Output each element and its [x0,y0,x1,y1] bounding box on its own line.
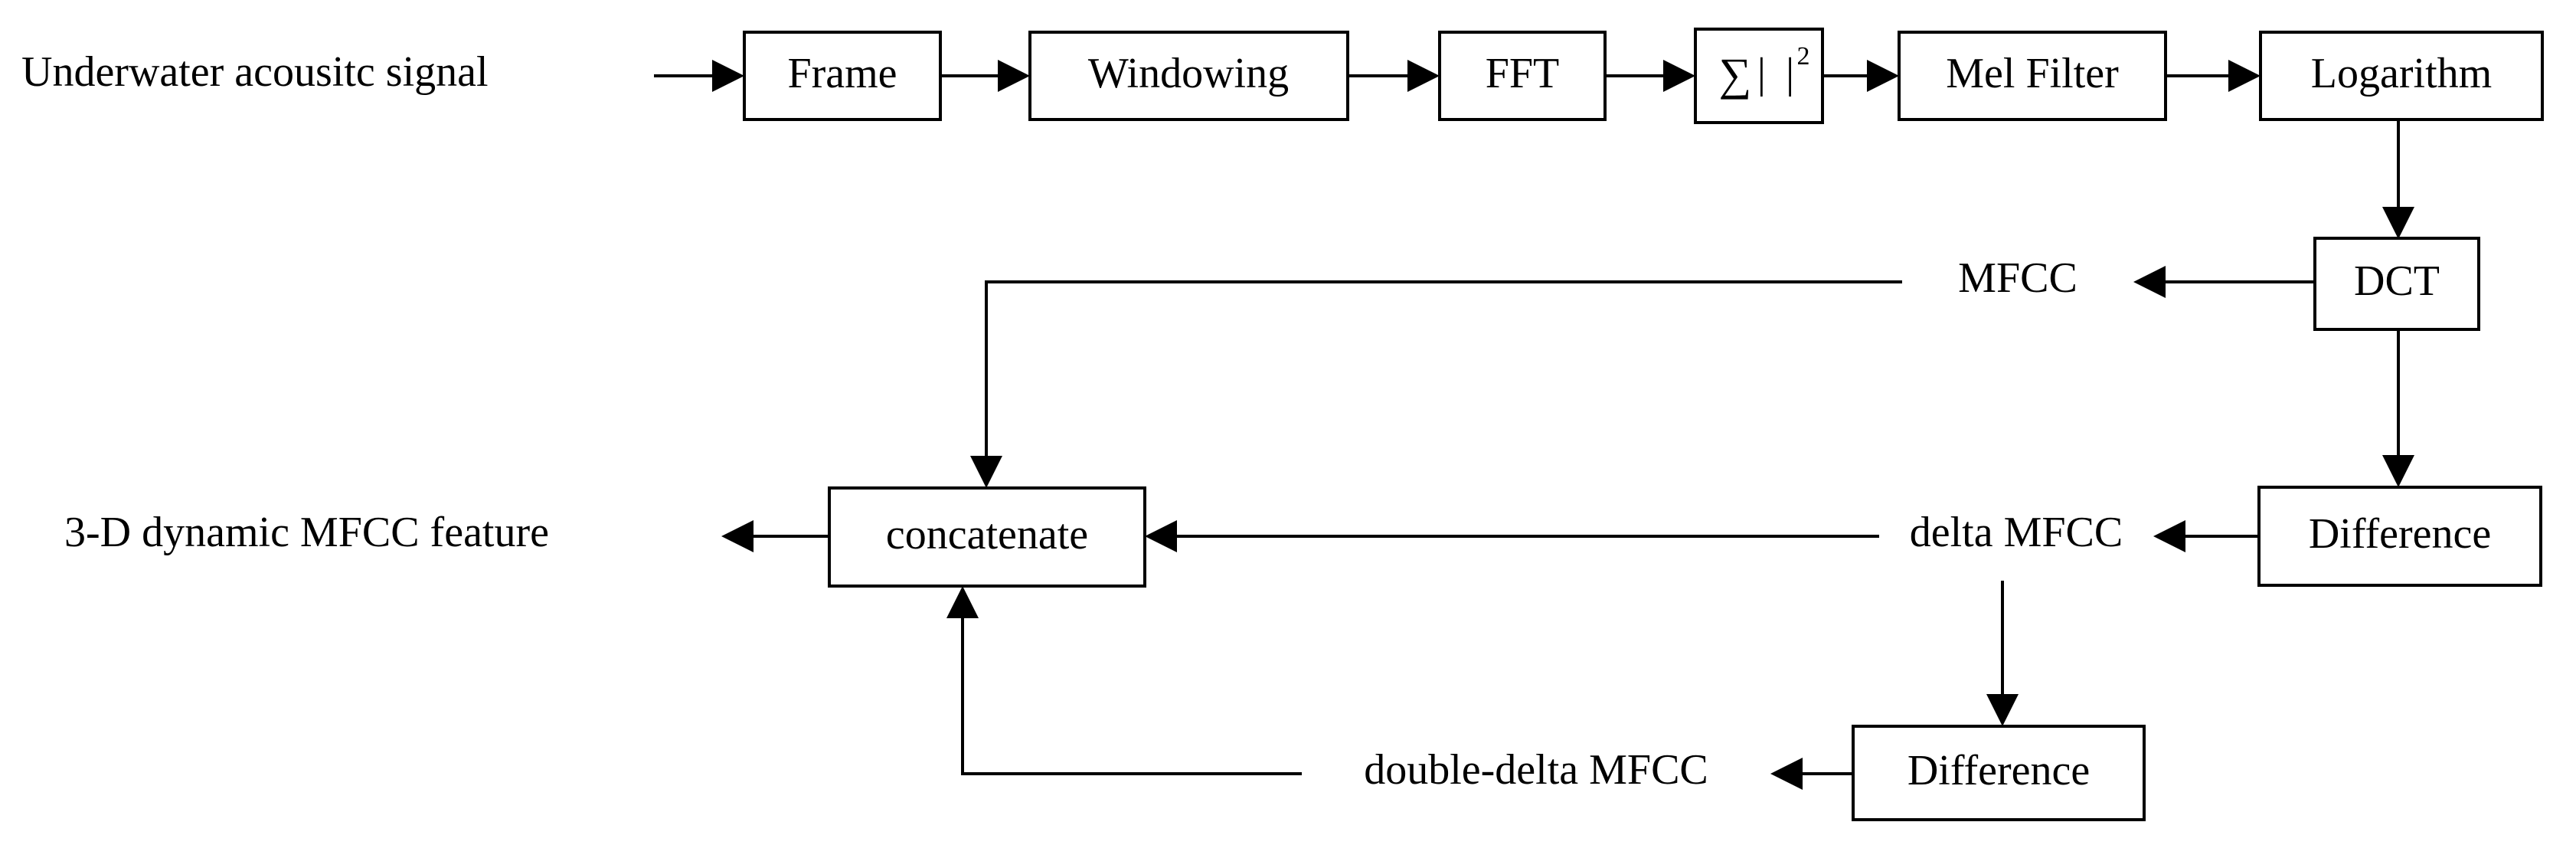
edge-mfcc-to-concatenate [970,280,1902,488]
node-frame-label: Frame [787,50,897,97]
edge-fft-to-magnitude [1605,60,1695,92]
node-windowing-label: Windowing [1088,50,1289,97]
node-frame[interactable]: Frame [743,31,942,121]
sigma-icon: ∑ [1719,49,1752,100]
double-delta-mfcc-label: double-delta MFCC [1364,746,1708,794]
edge-difference-1-to-delta-mfcc [2153,520,2259,552]
edge-dct-to-difference-1 [2382,329,2414,487]
delta-mfcc-label: delta MFCC [1910,509,2123,556]
node-logarithm[interactable]: Logarithm [2259,31,2544,121]
edge-magnitude-to-mel-filter [1822,60,1899,92]
edge-dct-to-mfcc [2133,266,2315,298]
edge-logarithm-to-dct [2382,120,2414,239]
node-dct[interactable]: DCT [2313,237,2480,331]
edge-double-delta-to-concatenate [946,586,1302,775]
node-fft-label: FFT [1486,50,1560,97]
mfcc-label: MFCC [1958,254,2077,302]
node-difference-1[interactable]: Difference [2257,486,2542,587]
edge-frame-to-windowing [940,60,1030,92]
magnitude-bars-label: | | [1757,50,1799,97]
output-feature-label: 3-D dynamic MFCC feature [64,509,549,556]
node-windowing[interactable]: Windowing [1028,31,1349,121]
magnitude-exponent-label: 2 [1797,42,1810,70]
node-dct-label: DCT [2354,257,2440,305]
edge-delta-mfcc-to-difference-2 [1986,581,2019,726]
node-fft[interactable]: FFT [1438,31,1607,121]
edge-concatenate-to-output [721,520,829,552]
edge-difference-2-to-double-delta-mfcc [1770,758,1853,790]
node-difference-2-label: Difference [1907,747,2090,794]
input-signal-label: Underwater acousitc signal [21,48,489,96]
node-mel-filter[interactable]: Mel Filter [1898,31,2167,121]
node-logarithm-label: Logarithm [2311,50,2492,97]
node-difference-2[interactable]: Difference [1852,725,2146,821]
edge-delta-mfcc-to-concatenate [1145,520,1879,552]
node-magnitude-squared-sum[interactable]: ∑ | | 2 [1694,28,1824,124]
edge-windowing-to-fft [1348,60,1440,92]
edge-mel-filter-to-logarithm [2166,60,2261,92]
node-difference-1-label: Difference [2309,510,2491,558]
node-mel-filter-label: Mel Filter [1946,50,2119,97]
node-concatenate[interactable]: concatenate [828,486,1146,588]
node-concatenate-label: concatenate [886,511,1088,558]
edge-signal-to-frame [654,60,744,92]
